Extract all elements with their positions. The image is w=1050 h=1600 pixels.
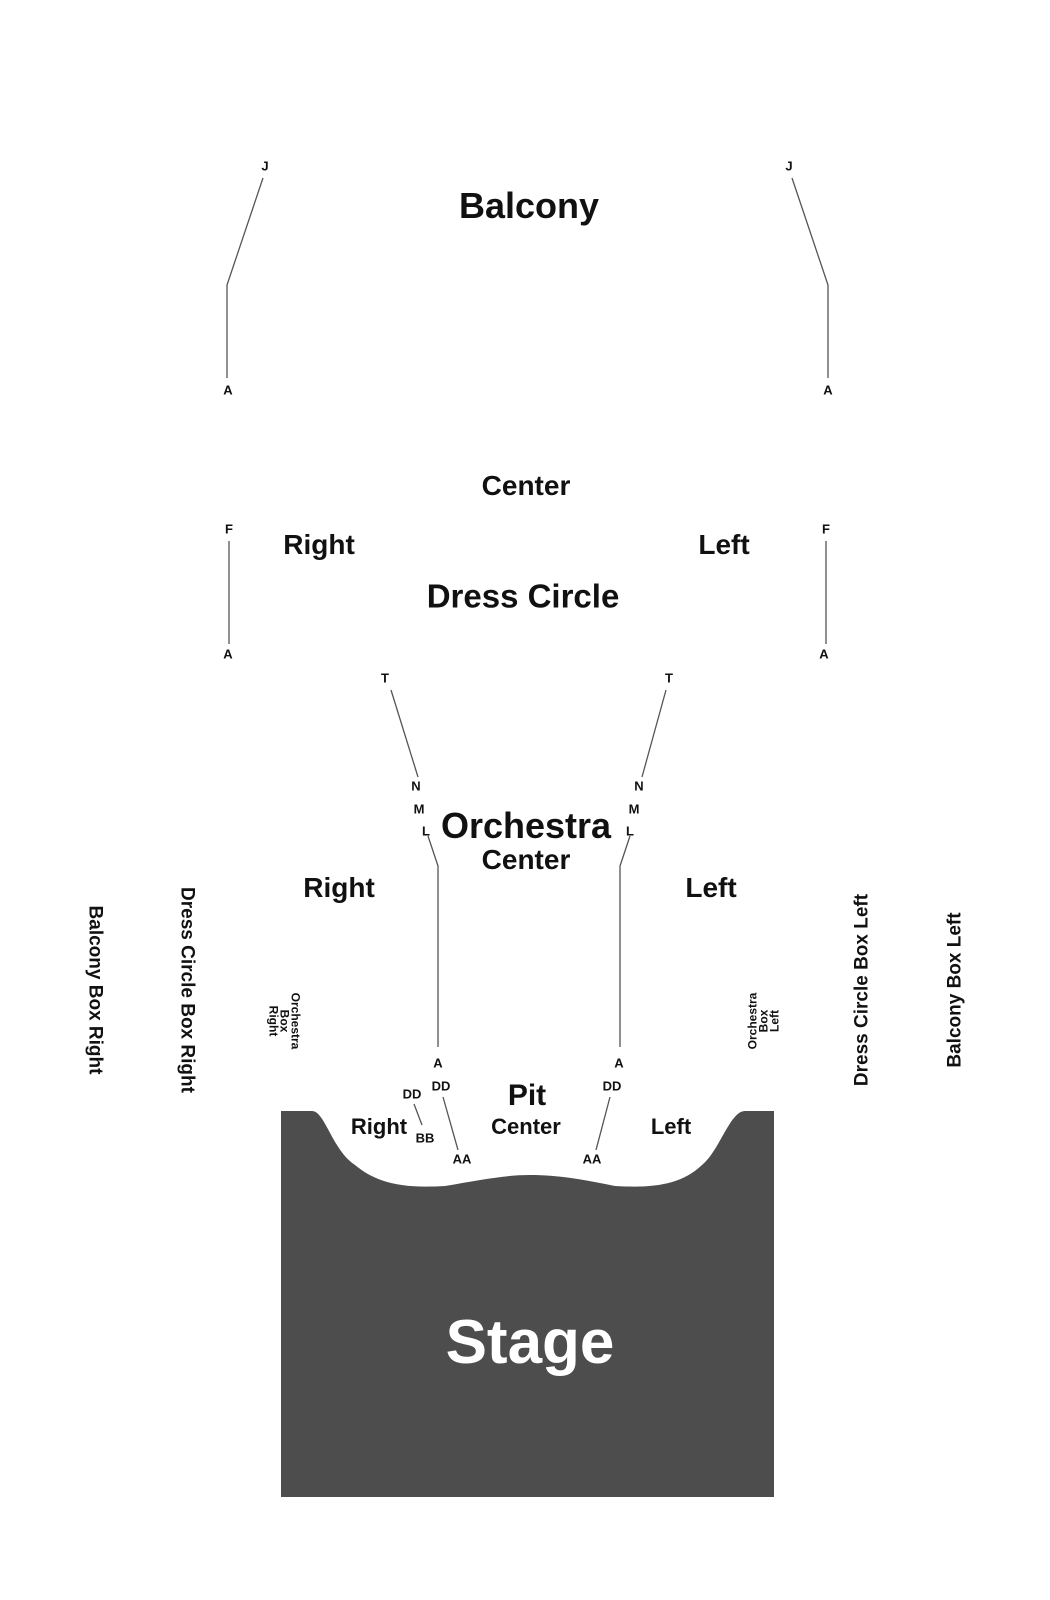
dress-circle-box-right[interactable]: Dress Circle Box Right (176, 887, 198, 1093)
dress-circle-left[interactable]: Left (698, 529, 750, 560)
orchestra-right-row-m: M (413, 801, 425, 817)
dress-circle-title: Dress Circle (426, 577, 620, 615)
dress-circle-left-row-a: A (819, 646, 829, 662)
balcony-right-row-line (226, 177, 264, 378)
pit-right-row-dd-outer: DD (402, 1086, 422, 1102)
pit-right-bb-line (413, 1103, 423, 1126)
orchestra-left-row-t: T (665, 670, 673, 686)
pit-right-row-dd-inner: DD (431, 1078, 451, 1094)
balcony-box-left[interactable]: Balcony Box Left (944, 912, 966, 1068)
orchestra-right-row-n: N (411, 778, 421, 794)
orchestra-left[interactable]: Left (685, 872, 737, 903)
pit-left-aa-line (595, 1096, 611, 1151)
pit-left-row-dd: DD (602, 1078, 622, 1094)
stage-label: Stage (445, 1308, 615, 1377)
orchestra-box-right[interactable]: Orchestra Box Right (266, 993, 303, 1050)
orchestra-left-row-a: A (614, 1055, 624, 1071)
orchestra-right-row-line (390, 689, 419, 778)
orchestra-left-row-n: N (634, 778, 644, 794)
dress-circle-left-row-f: F (822, 521, 830, 537)
pit-center[interactable]: Center (491, 1114, 561, 1139)
dress-circle-right-row-f: F (225, 521, 233, 537)
orchestra-left-row-l: L (626, 823, 634, 839)
balcony-left-row-a: A (823, 382, 833, 398)
orchestra-right[interactable]: Right (303, 872, 375, 903)
balcony-box-right[interactable]: Balcony Box Right (84, 905, 106, 1075)
orchestra-left-row-m: M (628, 801, 640, 817)
pit-right-row-bb: BB (415, 1130, 435, 1146)
orchestra-left-row-line (641, 689, 667, 778)
orchestra-title: Orchestra (440, 805, 612, 846)
orchestra-right-aisle-line (427, 835, 439, 1047)
balcony-right-row-j: J (261, 158, 269, 174)
pit-right-row-aa: AA (452, 1151, 472, 1167)
orchestra-box-left-line3: Left (767, 1010, 782, 1033)
dress-circle-right-row-a: A (223, 646, 233, 662)
balcony-left-row-line (791, 177, 829, 378)
pit-left-row-aa: AA (582, 1151, 602, 1167)
dress-circle-box-left[interactable]: Dress Circle Box Left (851, 893, 873, 1087)
orchestra-box-left[interactable]: Orchestra Box Left (746, 993, 782, 1050)
orchestra-center[interactable]: Center (481, 844, 571, 875)
balcony-title[interactable]: Balcony (458, 185, 600, 226)
orchestra-right-row-l: L (422, 823, 430, 839)
balcony-right-row-a: A (223, 382, 233, 398)
pit-left[interactable]: Left (650, 1114, 692, 1139)
dress-circle-right[interactable]: Right (283, 529, 355, 560)
orchestra-right-row-t: T (381, 670, 389, 686)
orchestra-right-row-a: A (433, 1055, 443, 1071)
orchestra-left-aisle-line (619, 835, 631, 1047)
orchestra-box-right-line3: Right (266, 1005, 281, 1037)
pit-right-aa-line (442, 1096, 459, 1151)
pit-title: Pit (507, 1079, 547, 1112)
stage-shape[interactable] (281, 1111, 774, 1497)
pit-right[interactable]: Right (350, 1114, 408, 1139)
balcony-left-row-j: J (785, 158, 793, 174)
dress-circle-center[interactable]: Center (481, 470, 571, 501)
